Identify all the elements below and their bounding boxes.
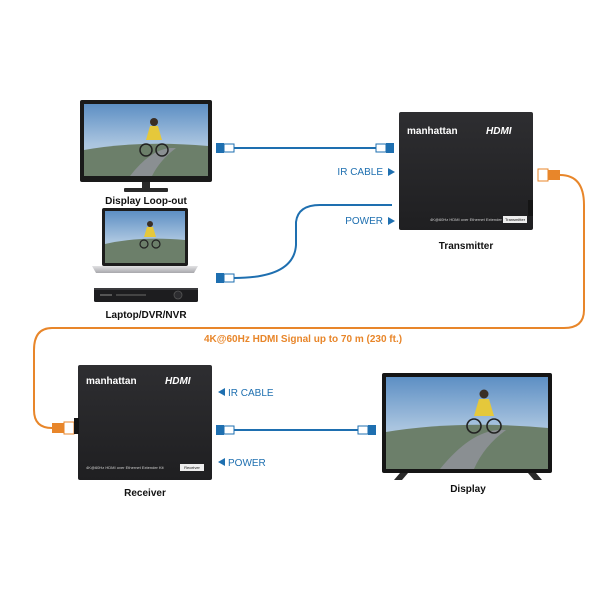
- hdmi-plug-icon: [216, 273, 235, 283]
- signal-range-label: 4K@60Hz HDMI Signal up to 70 m (230 ft.): [204, 334, 402, 345]
- cable-laptop-to-transmitter: [233, 204, 392, 279]
- transmitter-tag-text: Transmitter: [505, 217, 526, 222]
- transmitter-hdmi-logo: HDMI: [486, 126, 512, 137]
- hdmi-plug-icon: [216, 143, 235, 153]
- receiver-tag: [180, 464, 204, 471]
- arrow-icon: [388, 168, 395, 176]
- arrow-icon: [218, 388, 225, 396]
- rj45-plug-icon: [537, 168, 560, 182]
- transmitter-caption: Transmitter: [439, 241, 494, 252]
- receiver-hdmi-logo: HDMI: [165, 376, 191, 387]
- cable-transmitter-to-receiver: [33, 174, 585, 429]
- display-caption: Display: [450, 484, 486, 495]
- laptop-icon: [92, 208, 198, 273]
- transmitter-device: [399, 112, 533, 230]
- receiver-brand-logo: manhattan: [86, 376, 137, 387]
- arrow-icon: [388, 217, 395, 225]
- laptop-dvr-nvr-caption: Laptop/DVR/NVR: [105, 310, 187, 321]
- monitor-icon: [80, 100, 212, 192]
- rj45-plug-icon: [52, 421, 75, 435]
- receiver-caption: Receiver: [124, 488, 166, 499]
- display-loopout-caption: Display Loop-out: [105, 196, 187, 207]
- receiver-power-label: POWER: [228, 458, 266, 469]
- transmitter-brand-logo: manhattan: [407, 126, 458, 137]
- receiver-ir-cable-label: IR CABLE: [228, 388, 274, 399]
- transmitter-power-label: POWER: [345, 216, 383, 227]
- receiver-model-text: 4K@60Hz HDMI over Ethernet Extender Kit: [86, 465, 165, 470]
- transmitter-model-text: 4K@60Hz HDMI over Ethernet Extender Kit: [430, 217, 509, 222]
- tv-icon: [382, 373, 552, 480]
- hdmi-plug-icon: [375, 143, 394, 153]
- receiver-tag-text: Receiver: [184, 465, 200, 470]
- transmitter-ir-cable-label: IR CABLE: [337, 167, 383, 178]
- dvr-icon: [94, 288, 198, 302]
- hdmi-plug-icon: [357, 425, 376, 435]
- receiver-device: [74, 365, 212, 480]
- arrow-icon: [218, 458, 225, 466]
- transmitter-tag: [503, 216, 527, 223]
- hdmi-plug-icon: [216, 425, 235, 435]
